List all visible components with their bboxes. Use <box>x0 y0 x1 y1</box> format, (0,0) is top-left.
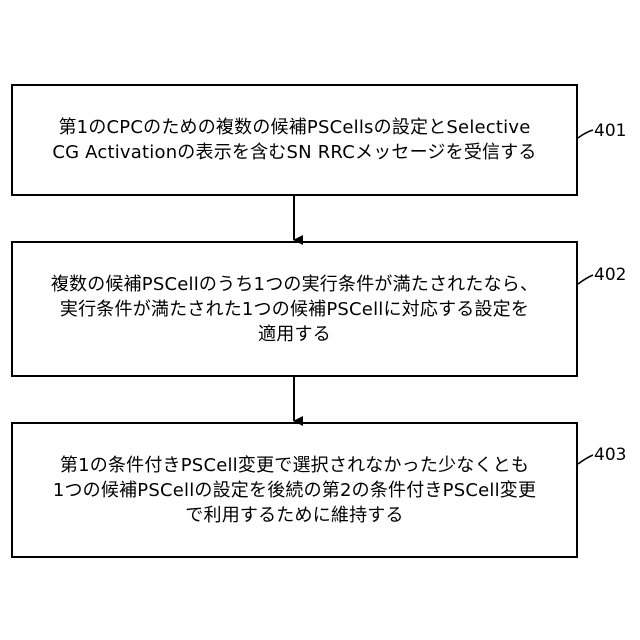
step-401-line-2: CG Activationの表示を含むSN RRCメッセージを受信する <box>52 140 536 165</box>
step-box-401: 第1のCPCのための複数の候補PSCellsの設定とSelective CG A… <box>11 84 578 196</box>
step-403-line-1: 第1の条件付きPSCell変更で選択されなかった少なくとも <box>60 453 529 478</box>
leader-line-403 <box>578 455 593 464</box>
leader-line-402 <box>578 275 593 284</box>
step-box-402: 複数の候補PSCellのうち1つの実行条件が満たされたなら、 実行条件が満たされ… <box>11 241 578 377</box>
step-402-line-3: 適用する <box>258 322 331 347</box>
step-403-line-2: 1つの候補PSCellの設定を後続の第2の条件付きPSCell変更 <box>53 478 536 503</box>
step-402-line-2: 実行条件が満たされた1つの候補PSCellに対応する設定を <box>60 297 529 322</box>
ref-label-403: 403 <box>594 445 626 465</box>
step-box-403: 第1の条件付きPSCell変更で選択されなかった少なくとも 1つの候補PSCel… <box>11 422 578 558</box>
step-401-line-1: 第1のCPCのための複数の候補PSCellsの設定とSelective <box>58 115 530 140</box>
leader-line-401 <box>578 130 593 138</box>
step-402-line-1: 複数の候補PSCellのうち1つの実行条件が満たされたなら、 <box>51 272 538 297</box>
ref-label-402: 402 <box>594 265 626 285</box>
ref-label-401: 401 <box>594 121 626 141</box>
step-403-line-3: で利用するために維持する <box>185 503 403 528</box>
